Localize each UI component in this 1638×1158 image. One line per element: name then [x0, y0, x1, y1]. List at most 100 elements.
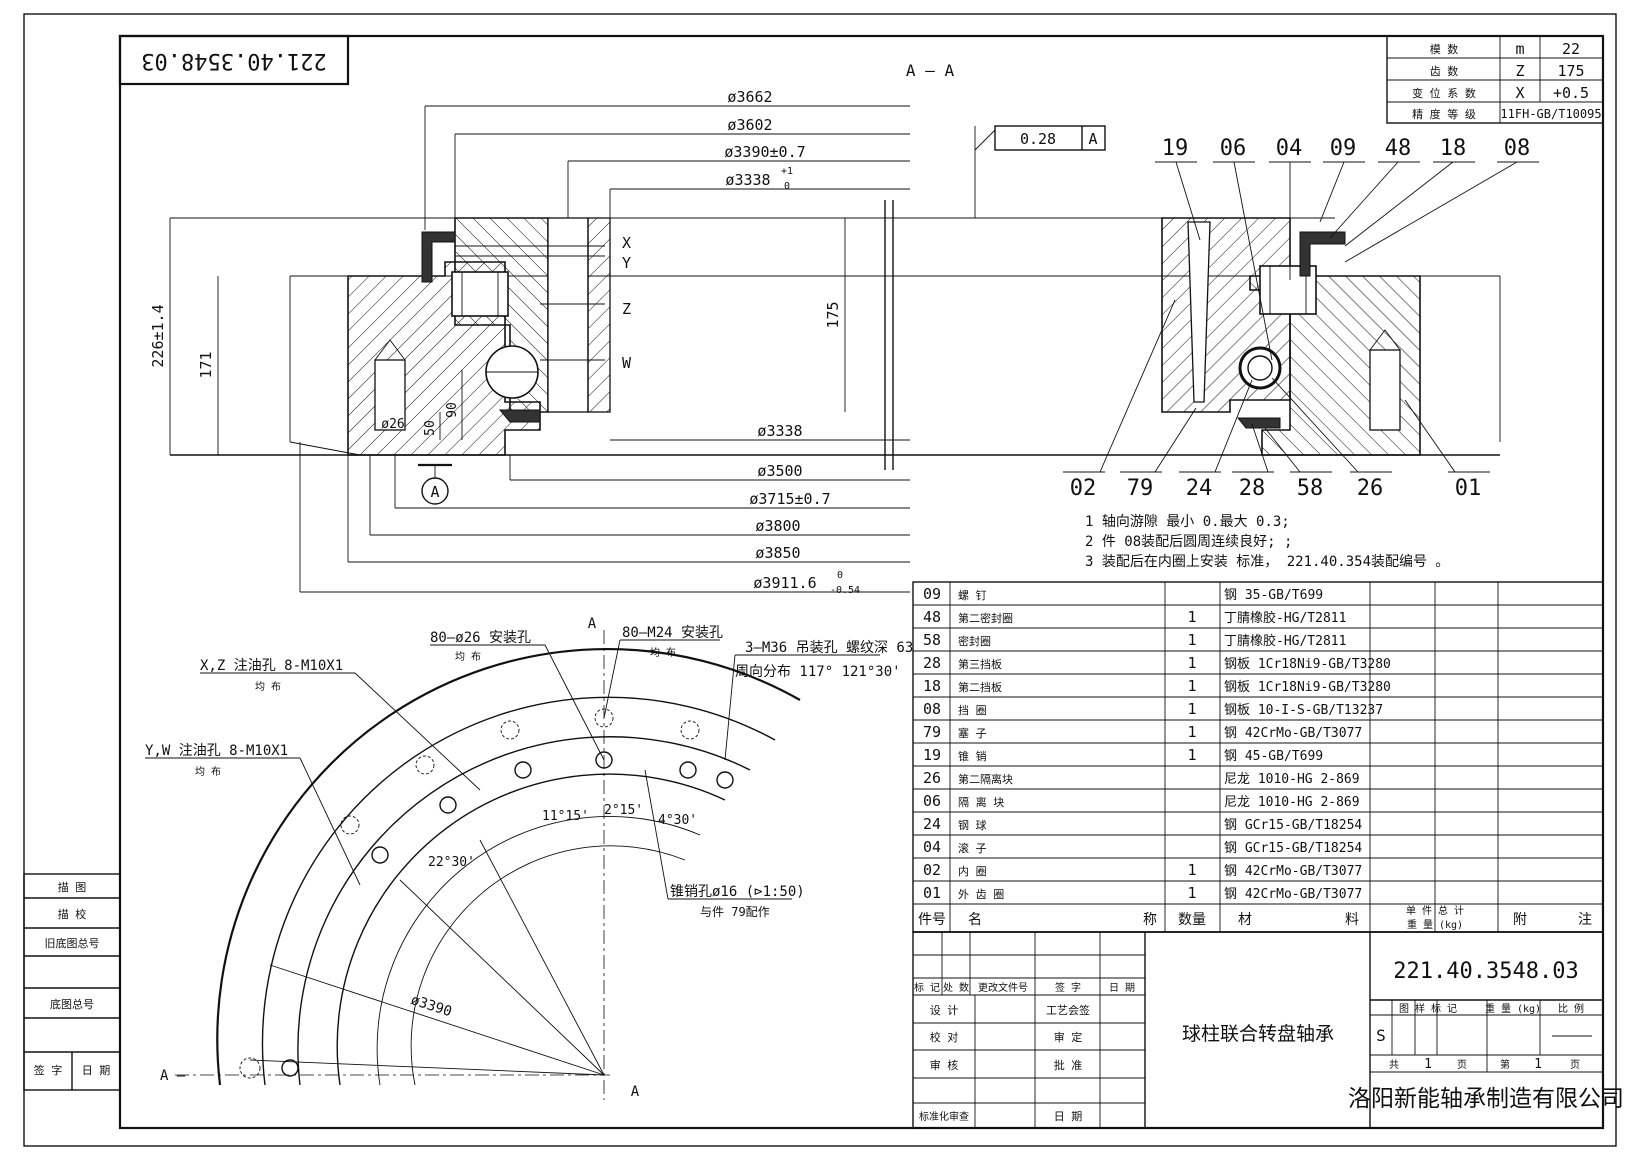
bom-cell-no: 08	[923, 700, 941, 718]
bom-h-mat2: 料	[1345, 912, 1359, 928]
tb-ye2: 页	[1570, 1059, 1580, 1071]
bom-cell-name: 钢 球	[958, 818, 987, 832]
gear-sym-z: Z	[1515, 62, 1524, 80]
balloon-02: 02	[1070, 476, 1097, 501]
bom-cell-no: 04	[923, 838, 941, 856]
bom-cell-no: 58	[923, 631, 941, 649]
pin-hole: 锥销孔ø16 (⊳1:50)	[670, 884, 805, 900]
bom-cell-material: 钢 42CrMo-GB/T3077	[1224, 726, 1362, 741]
balloon-09: 09	[1330, 136, 1357, 161]
bom-cell-no: 06	[923, 792, 941, 810]
balloon-04: 04	[1276, 136, 1303, 161]
bom-cell-no: 01	[923, 884, 941, 902]
tb-di: 第	[1500, 1058, 1510, 1071]
bom-cell-material: 钢 GCr15-GB/T18254	[1224, 841, 1362, 856]
tb-biaoji: 标 记	[914, 982, 940, 994]
tb-jiaodui: 校 对	[930, 1030, 959, 1044]
tb-qianzi: 签 字	[1055, 981, 1081, 994]
title-block: 标 记 处 数 更改文件号 签 字 日 期 设 计 校 对 审 核 标准化审查 …	[912, 931, 1624, 1129]
strip-miaotu: 描 图	[58, 880, 87, 894]
dim-3338-tol-low: 0	[784, 181, 790, 192]
bom-cell-name: 第三挡板	[958, 657, 1002, 671]
balloon-26: 26	[1357, 476, 1384, 501]
bom-cell-name: 第二隔离块	[958, 772, 1013, 786]
dim-90: 90	[445, 402, 460, 418]
gear-val-grade: 11FH-GB/T10095	[1500, 107, 1601, 121]
bom-cell-no: 48	[923, 608, 941, 626]
gear-label-z: 齿 数	[1430, 65, 1459, 78]
bom-h-no: 件号	[918, 912, 946, 928]
tb-shenhe: 审 核	[930, 1058, 959, 1072]
strip-dituzonghao: 底图总号	[50, 997, 94, 1011]
balloon-48: 48	[1385, 136, 1412, 161]
bom-cell-material: 钢 35-GB/T699	[1224, 588, 1323, 603]
bom-cell-material: 钢 42CrMo-GB/T3077	[1224, 887, 1362, 902]
bom-h-note1: 附	[1513, 912, 1527, 928]
holes-26: 80—ø26 安装孔	[430, 630, 531, 646]
bom-h-qty: 数量	[1178, 912, 1206, 928]
ang-4: 4°30'	[658, 813, 697, 828]
bom-cell-material: 钢板 1Cr18Ni9-GB/T3280	[1224, 680, 1391, 695]
bom-cell-no: 79	[923, 723, 941, 741]
bom-cell-qty: 1	[1187, 677, 1196, 695]
dim-171: 171	[197, 351, 215, 378]
note-3: 3 装配后在内圈上安装 标准， 221.40.354装配编号 。	[1085, 554, 1449, 570]
gear-val-m: 22	[1562, 40, 1580, 58]
balloon-28: 28	[1239, 476, 1266, 501]
ang-2: 2°15'	[604, 803, 643, 818]
tb-riqi2: 日 期	[1054, 1110, 1083, 1123]
tolerance-frame: 0.28 A	[974, 125, 1106, 218]
dims-vertical: 226±1.4 171 175 90 50 ø26	[149, 218, 846, 455]
strip-qianzi: 签 字	[34, 1063, 63, 1077]
plan-a-left: A —	[160, 1068, 186, 1084]
bom-cell-no: 18	[923, 677, 941, 695]
bom-cell-material: 丁腈橡胶-HG/T2811	[1224, 633, 1346, 649]
bom-cell-name: 锥 销	[958, 749, 987, 763]
bom-cell-material: 尼龙 1010-HG 2-869	[1224, 772, 1360, 787]
bom-header: 件号 名 称 数量 材 料 单 件 总 计 重 量 (kg) 附 注	[918, 904, 1592, 931]
dim-26: ø26	[381, 417, 404, 432]
dim-3911: ø3911.6	[753, 574, 816, 592]
bom-h-name1: 名	[968, 912, 982, 928]
balloon-19: 19	[1162, 136, 1189, 161]
bom-cell-no: 02	[923, 861, 941, 879]
bom-h-wt2: 重 量 (kg)	[1407, 918, 1463, 931]
gear-sym-x: X	[1515, 84, 1524, 102]
tb-sheet-no: 1	[1534, 1057, 1542, 1072]
bom-cell-material: 钢板 1Cr18Ni9-GB/T3280	[1224, 657, 1391, 672]
tb-chushu: 处 数	[943, 981, 969, 994]
note-1: 1 轴向游隙 最小 0.最大 0.3;	[1085, 514, 1290, 530]
dim-3850: ø3850	[755, 544, 800, 562]
bom-cell-qty: 1	[1187, 884, 1196, 902]
bom-h-note2: 注	[1578, 912, 1592, 928]
bom-cell-name: 内 圈	[958, 864, 987, 878]
bom-cell-qty: 1	[1187, 608, 1196, 626]
balloon-18: 18	[1440, 136, 1467, 161]
tb-bili: 比 例	[1558, 1002, 1584, 1015]
bom-cell-material: 钢 42CrMo-GB/T3077	[1224, 864, 1362, 879]
gear-label-grade: 精 度 等 级	[1412, 107, 1476, 121]
bom-cell-qty: 1	[1187, 723, 1196, 741]
bom-cell-material: 钢 45-GB/T699	[1224, 749, 1323, 764]
left-strip: 描 图 描 校 旧底图总号 底图总号 签 字 日 期	[23, 873, 121, 1091]
gear-label-x: 变 位 系 数	[1412, 86, 1476, 100]
datum-a-letter: A	[430, 483, 439, 501]
tb-gong: 共	[1389, 1059, 1399, 1071]
dim-175: 175	[824, 301, 842, 328]
taper-pin	[1187, 221, 1211, 403]
tb-ye: 页	[1457, 1059, 1467, 1071]
balloon-01: 01	[1455, 476, 1482, 501]
tolerance-value: 0.28	[1020, 130, 1056, 148]
bom-cell-name: 挡 圈	[958, 703, 987, 717]
datum-a: A	[418, 463, 452, 505]
gear-val-x: +0.5	[1553, 84, 1589, 102]
plan-d3390: ø3390	[409, 992, 454, 1020]
bom-cell-name: 第二挡板	[958, 680, 1002, 694]
note-2: 2 件 08装配后圆周连续良好; ;	[1085, 533, 1292, 550]
bom-cell-material: 丁腈橡胶-HG/T2811	[1224, 610, 1346, 626]
dim-226: 226±1.4	[149, 304, 167, 367]
holes-26-sub: 均 布	[455, 651, 481, 663]
bom-cell-name: 滚 子	[958, 841, 987, 855]
dim-3911-tol-up: 0	[837, 570, 843, 581]
